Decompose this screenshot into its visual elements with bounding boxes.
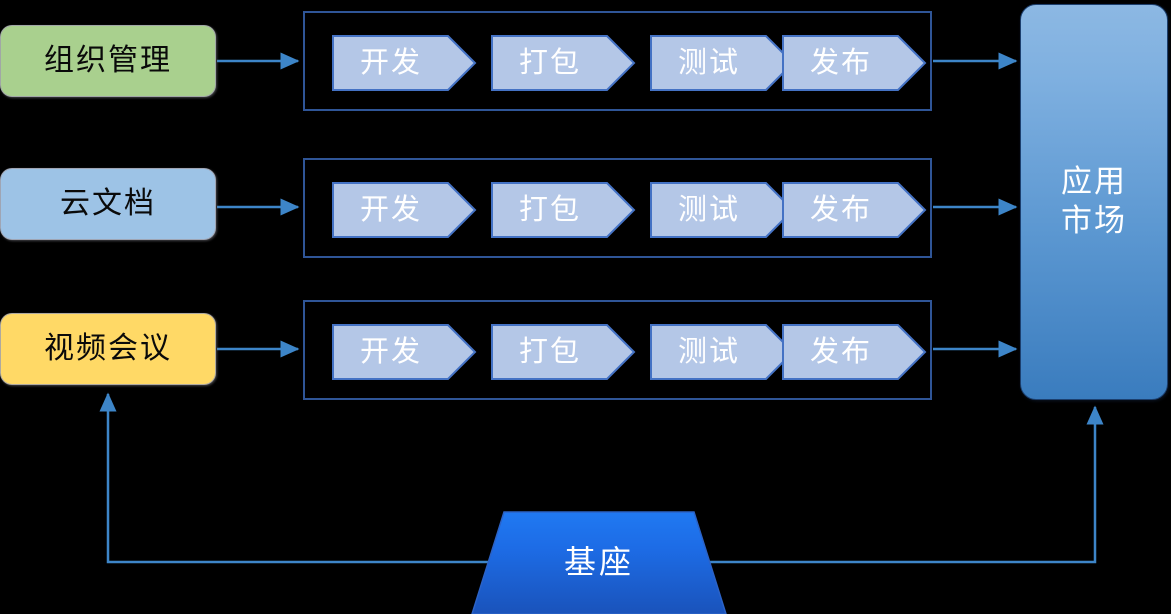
- app-box-video-conference[interactable]: 视频会议: [0, 313, 216, 385]
- trapezoid-icon: [471, 511, 727, 614]
- app-box-label: 云文档: [60, 187, 156, 220]
- pipeline-stage-build[interactable]: 打包: [491, 182, 636, 238]
- pipeline-stage-release[interactable]: 发布: [782, 35, 927, 91]
- chevron-icon: [650, 35, 795, 91]
- app-box-label: 视频会议: [44, 332, 172, 365]
- chevron-icon: [782, 182, 927, 238]
- app-box-organization[interactable]: 组织管理: [0, 25, 216, 97]
- chevron-icon: [332, 35, 477, 91]
- base-platform-shape[interactable]: 基座: [470, 510, 728, 614]
- chevron-icon: [491, 35, 636, 91]
- pipeline-stage-build[interactable]: 打包: [491, 35, 636, 91]
- chevron-icon: [782, 324, 927, 380]
- arrow-base-to-video: [99, 392, 500, 564]
- pipeline-stage-release[interactable]: 发布: [782, 182, 927, 238]
- pipeline-container-1: 开发 打包 测试 发布: [303, 11, 932, 111]
- pipeline-stage-test[interactable]: 测试: [650, 182, 795, 238]
- chevron-icon: [332, 324, 477, 380]
- pipeline-stage-build[interactable]: 打包: [491, 324, 636, 380]
- pipeline-stage-dev[interactable]: 开发: [332, 182, 477, 238]
- pipeline-stage-test[interactable]: 测试: [650, 324, 795, 380]
- chevron-icon: [650, 182, 795, 238]
- app-box-label: 组织管理: [44, 44, 172, 77]
- app-box-cloud-doc[interactable]: 云文档: [0, 168, 216, 240]
- pipeline-stage-dev[interactable]: 开发: [332, 324, 477, 380]
- app-market-label: 应用 市场: [1061, 164, 1127, 238]
- pipeline-stage-dev[interactable]: 开发: [332, 35, 477, 91]
- pipeline-stage-release[interactable]: 发布: [782, 324, 927, 380]
- app-market-box[interactable]: 应用 市场: [1020, 4, 1168, 400]
- pipeline-container-2: 开发 打包 测试 发布: [303, 158, 932, 258]
- pipeline-container-3: 开发 打包 测试 发布: [303, 300, 932, 400]
- chevron-icon: [491, 182, 636, 238]
- chevron-icon: [782, 35, 927, 91]
- chevron-icon: [650, 324, 795, 380]
- chevron-icon: [491, 324, 636, 380]
- chevron-icon: [332, 182, 477, 238]
- pipeline-stage-test[interactable]: 测试: [650, 35, 795, 91]
- arrow-base-to-market: [700, 405, 1104, 564]
